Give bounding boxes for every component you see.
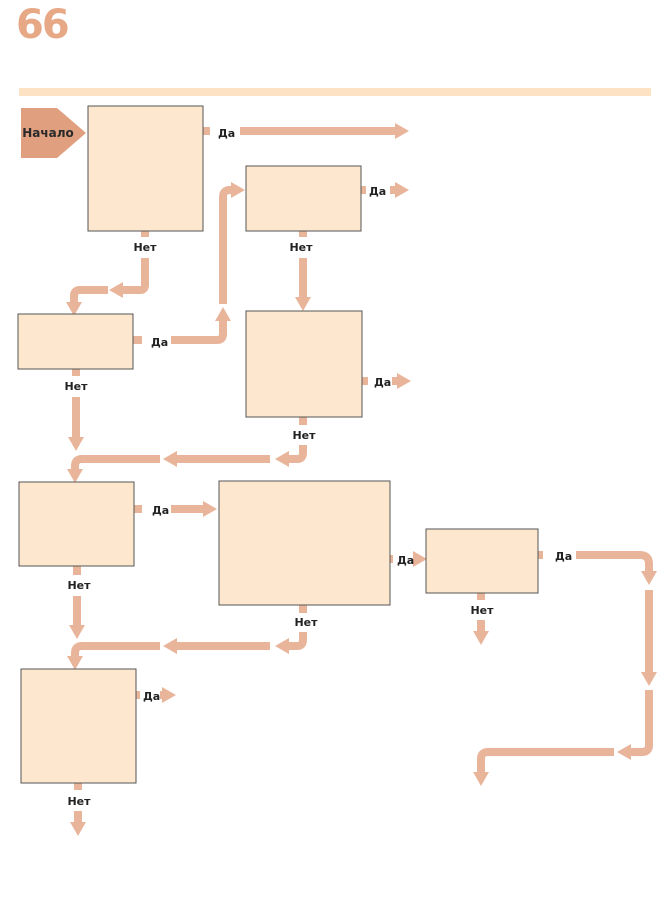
no-label-8: Нет bbox=[67, 795, 91, 808]
yes-label-8: Да bbox=[143, 690, 160, 703]
no-label-5: Нет bbox=[67, 579, 91, 592]
no-label-1: Нет bbox=[133, 241, 157, 254]
arrow-no-4-b bbox=[275, 445, 307, 467]
decision-box-4 bbox=[245, 310, 363, 418]
page-number: 66 bbox=[16, 2, 70, 48]
arrow-yes-2 bbox=[171, 307, 231, 344]
no-label-4: Нет bbox=[292, 429, 316, 442]
arrow-no-1-route-b bbox=[66, 286, 108, 316]
arrow-no-6-b bbox=[275, 632, 307, 654]
start-label: Начало bbox=[22, 126, 74, 140]
arrow-yes-7-b bbox=[576, 551, 657, 585]
yes-label-3: Да bbox=[369, 185, 386, 198]
no-label-6: Нет bbox=[294, 616, 318, 629]
decision-box-3 bbox=[245, 165, 362, 232]
header-rule bbox=[19, 88, 651, 96]
decision-box-7 bbox=[425, 528, 539, 594]
yes-label-1: Да bbox=[218, 127, 235, 140]
arrow-no-4-d bbox=[67, 455, 160, 483]
no-label-7: Нет bbox=[470, 604, 494, 617]
decision-box-5 bbox=[18, 481, 135, 567]
no-label-2: Нет bbox=[64, 380, 88, 393]
arrow-yes-2-up bbox=[219, 182, 245, 304]
no-label-3: Нет bbox=[289, 241, 313, 254]
arrow-yes-7-e bbox=[473, 748, 614, 786]
yes-label-4: Да bbox=[374, 376, 391, 389]
yes-label-5: Да bbox=[152, 504, 169, 517]
decision-box-6 bbox=[218, 480, 391, 606]
arrow-no-1-route bbox=[109, 258, 149, 298]
arrow-yes-7-d bbox=[617, 690, 653, 760]
yes-label-7: Да bbox=[555, 550, 572, 563]
decision-box-8 bbox=[20, 668, 137, 784]
arrow-no-6-d bbox=[67, 642, 160, 670]
start-arrow bbox=[21, 108, 86, 158]
yes-label-2: Да bbox=[151, 336, 168, 349]
decision-box-1 bbox=[87, 105, 204, 232]
decision-box-2 bbox=[17, 313, 134, 370]
yes-label-6: Да bbox=[397, 554, 414, 567]
